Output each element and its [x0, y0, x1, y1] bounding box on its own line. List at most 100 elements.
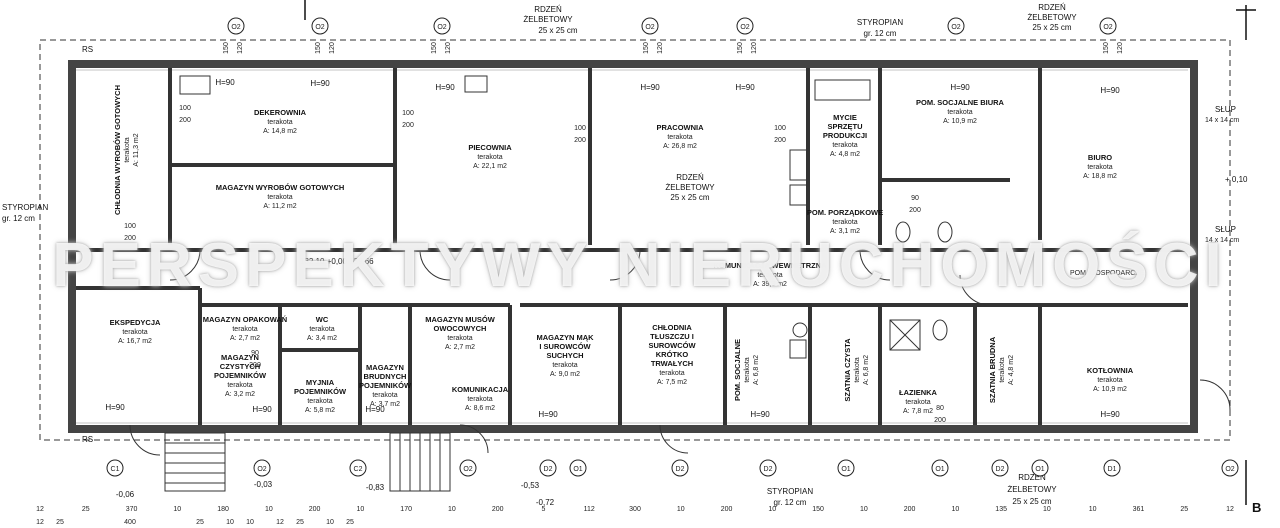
bottom-window-tag: C2	[354, 466, 363, 473]
bottom-dimension: 200	[904, 506, 916, 513]
top-window-tag-circle	[311, 17, 329, 35]
bottom-dimension: 10	[246, 519, 254, 526]
opening-height: H=90	[252, 405, 272, 414]
bottom-window-tag-circle	[931, 459, 949, 477]
bottom-dimension: 10	[677, 506, 685, 513]
rdzen-bottom-2: ŻELBETOWY	[1007, 485, 1057, 494]
top-window-tag-circle	[947, 17, 965, 35]
bottom-window-tag-circle	[1031, 459, 1049, 477]
bottom-window-tag: C1	[111, 466, 120, 473]
room-label-line: MYCIE	[833, 113, 857, 122]
interior-walls	[76, 68, 1188, 425]
room-label-line: terakota	[124, 137, 131, 162]
top-window-tag-circle	[433, 17, 451, 35]
room-label-line: MAGAZYN MĄK	[536, 333, 594, 342]
room-label-line: OWOCOWYCH	[434, 324, 487, 333]
rdzen-top2-1: RDZEŃ	[1038, 3, 1066, 12]
top-dimension: 150	[431, 42, 438, 54]
bottom-window-tag: O2	[1225, 466, 1234, 473]
corridor-dims: 132 10 +0,00 139,66	[300, 257, 374, 266]
level-mark: -0,06	[116, 490, 135, 499]
top-window-tag-circle	[641, 17, 659, 35]
bottom-dimension: 300	[629, 506, 641, 513]
rdzen-bottom-1: RDZEŃ	[1018, 473, 1046, 482]
bottom-window-tag-circle	[671, 459, 689, 477]
bottom-dimension: 12	[1226, 506, 1234, 513]
bottom-window-tag: O1	[1035, 466, 1044, 473]
top-dimension: 150	[643, 42, 650, 54]
room-label-line: terakota	[1097, 377, 1122, 384]
opening-height: H=90	[435, 83, 455, 92]
room-label-line: A: 11,2 m2	[263, 203, 296, 210]
opening-height: H=90	[640, 83, 660, 92]
bottom-dimension: 12	[36, 506, 44, 513]
room-label-line: A: 6,8 m2	[753, 355, 760, 385]
room-label-line: A: 26,8 m2	[663, 143, 697, 150]
bottom-window-tag: D2	[764, 466, 773, 473]
bottom-dimension: 10	[265, 506, 273, 513]
room-label-line: terakota	[477, 154, 502, 161]
slup1-1: SŁUP	[1215, 105, 1236, 114]
slup1-2: 14 x 14 cm	[1205, 117, 1239, 124]
room-label-line: terakota	[667, 134, 692, 141]
room-label-line: PRODUKCJI	[823, 131, 867, 140]
styropian-top-1: STYROPIAN	[857, 18, 903, 27]
styropian-bottom-2: gr. 12 cm	[774, 498, 807, 507]
top-window-tag: O2	[645, 24, 654, 31]
room-label-line: ŁAZIENKA	[899, 388, 937, 397]
room-label-line: SZATNIA CZYSTA	[843, 338, 852, 402]
room-label-line: KOTŁOWNIA	[1087, 366, 1134, 375]
window-dimension: 100	[774, 125, 786, 132]
partial-room: POM. GOSPODARCZE	[1070, 270, 1145, 277]
room-label-line: TŁUSZCZU I	[650, 332, 694, 341]
top-dimension: 120	[1117, 42, 1124, 54]
bottom-dimension: 150	[812, 506, 824, 513]
window-dimension: 200	[124, 235, 136, 242]
room-label-line: WC	[316, 315, 329, 324]
opening-height: H=90	[1100, 410, 1120, 419]
room-label-line: SUCHYCH	[546, 351, 583, 360]
room-label-line: SUROWCÓW	[648, 341, 696, 350]
top-window-tag: O2	[315, 24, 324, 31]
bottom-window-tag-circle	[759, 459, 777, 477]
bottom-window-tag-circle	[569, 459, 587, 477]
bottom-dimension: 10	[860, 506, 868, 513]
room-label-line: A: 14,8 m2	[263, 128, 297, 135]
room-label-line: terakota	[552, 362, 577, 369]
room-label-line: A: 4,8 m2	[1008, 355, 1015, 385]
room-label-line: A: 10,9 m2	[1093, 386, 1127, 393]
rdzen-top1-2: ŻELBETOWY	[523, 15, 573, 24]
bottom-dimension: 180	[217, 506, 229, 513]
room-label-line: POJEMNIKÓW	[359, 381, 412, 390]
bottom-window-tag: D2	[996, 466, 1005, 473]
room-label-line: terakota	[659, 370, 684, 377]
bottom-dimension: 10	[356, 506, 364, 513]
bottom-window-tag-circle	[991, 459, 1009, 477]
room-label-line: MAGAZYN	[221, 353, 259, 362]
bottom-dimension: 25	[296, 519, 304, 526]
level-mark: -0,03	[254, 480, 273, 489]
room-label-line: A: 18,8 m2	[1083, 173, 1117, 180]
bottom-dimension: 10	[951, 506, 959, 513]
room-label-line: A: 22,1 m2	[473, 163, 507, 170]
window-dimension: 200	[574, 137, 586, 144]
insulation-outline	[39, 39, 1231, 441]
top-window-tag: O2	[1103, 24, 1112, 31]
room-label-line: KRÓTKO	[656, 350, 689, 359]
room-label-line: POJEMNIKÓW	[294, 387, 347, 396]
room-label-line: terakota	[227, 382, 252, 389]
top-window-tag-circle	[227, 17, 245, 35]
room-label-line: terakota	[372, 392, 397, 399]
room-label-line: POJEMNIKÓW	[214, 371, 267, 380]
window-dimension: 200	[934, 417, 946, 424]
